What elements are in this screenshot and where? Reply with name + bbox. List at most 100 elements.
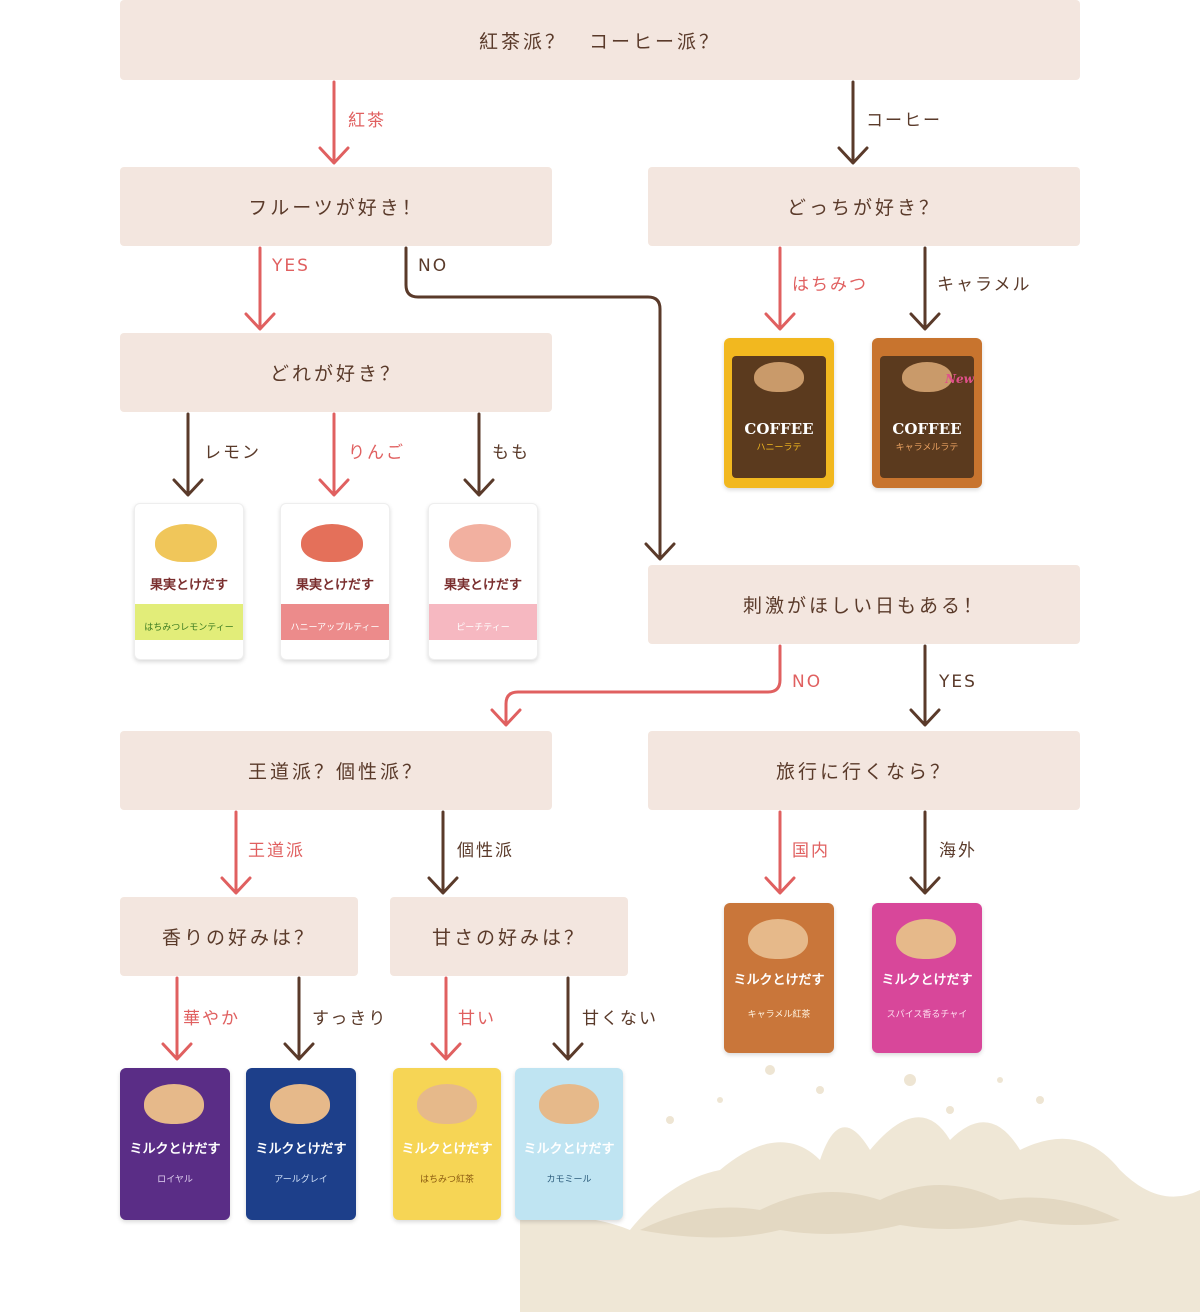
question-like-fruit: フルーツが好き！ [120, 167, 552, 246]
question-stimulus: 刺激がほしい日もある！ [648, 565, 1080, 644]
arrow-lemon [172, 412, 204, 497]
product-apple-tea[interactable]: 果実とけだす ハニーアップルティー [280, 503, 390, 660]
label-fruit-no: NO [418, 256, 449, 276]
product-name: アールグレイ [274, 1175, 328, 1185]
product-coffee-caramel-latte[interactable]: New COFFEE キャラメルラテ [872, 338, 982, 488]
label-honey: はちみつ [792, 275, 868, 295]
question-aroma: 香りの好みは？ [120, 897, 358, 976]
cup-icon [301, 524, 363, 562]
arrow-stim-no [490, 644, 782, 727]
product-earl-grey-tea[interactable]: ミルクとけだす アールグレイ [246, 1068, 356, 1220]
product-title: ミルクとけだす [523, 1142, 615, 1157]
arrow-coffee [837, 80, 869, 165]
product-spice-chai[interactable]: ミルクとけだす スパイス香るチャイ [872, 903, 982, 1053]
cup-icon [144, 1084, 204, 1124]
product-name: カモミール [546, 1175, 592, 1185]
product-title: COFFEE [744, 420, 814, 438]
label-stim-no: NO [792, 672, 823, 692]
question-sweetness: 甘さの好みは？ [390, 897, 628, 976]
product-title: ミルクとけだす [255, 1142, 347, 1157]
cup-icon [155, 524, 217, 562]
label-lemon: レモン [204, 443, 261, 463]
question-text: 香りの好みは？ [161, 927, 316, 949]
cup-icon [449, 524, 511, 562]
product-lemon-tea[interactable]: 果実とけだす はちみつレモンティー [134, 503, 244, 660]
question-text: フルーツが好き！ [248, 197, 424, 219]
product-name: キャラメルラテ [895, 443, 959, 453]
cup-icon [902, 362, 952, 392]
product-name: ロイヤル [157, 1175, 193, 1185]
product-title: ミルクとけだす [401, 1142, 493, 1157]
product-title: 果実とけだす [149, 578, 228, 593]
arrow-tea [318, 80, 350, 165]
arrow-peach [463, 412, 495, 497]
label-unique: 個性派 [457, 841, 514, 861]
arrow-classic [220, 810, 252, 895]
product-name: はちみつレモンティー [144, 623, 234, 633]
arrow-caramel [909, 246, 941, 331]
arrow-fruit-no [404, 246, 676, 561]
label-stim-yes: YES [939, 672, 977, 692]
arrow-refreshing [283, 976, 315, 1061]
question-text: 甘さの好みは？ [431, 927, 586, 949]
product-title: 果実とけだす [295, 578, 374, 593]
product-honey-tea[interactable]: ミルクとけだす はちみつ紅茶 [393, 1068, 501, 1220]
label-apple: りんご [348, 443, 405, 463]
arrow-apple [318, 412, 350, 497]
question-travel: 旅行に行くなら？ [648, 731, 1080, 810]
cup-icon [270, 1084, 330, 1124]
question-text: 王道派？個性派？ [247, 761, 424, 783]
question-which-fruit: どれが好き？ [120, 333, 552, 412]
cup-icon [417, 1084, 477, 1124]
label-domestic: 国内 [792, 841, 830, 861]
product-peach-tea[interactable]: 果実とけだす ピーチティー [428, 503, 538, 660]
arrow-unique [427, 810, 459, 895]
question-text: どっちが好き？ [786, 197, 941, 219]
question-text: 紅茶派？ コーヒー派？ [478, 30, 721, 53]
arrow-domestic [764, 810, 796, 895]
label-overseas: 海外 [939, 841, 977, 861]
product-name: ピーチティー [456, 623, 510, 633]
question-text: 刺激がほしい日もある！ [742, 595, 985, 617]
product-caramel-tea[interactable]: ミルクとけだす キャラメル紅茶 [724, 903, 834, 1053]
question-text: 旅行に行くなら？ [775, 761, 952, 783]
arrow-fruit-yes [244, 246, 276, 331]
arrow-sweet [430, 976, 462, 1061]
product-title: ミルクとけだす [733, 973, 825, 988]
new-badge: New [945, 372, 974, 386]
label-coffee: コーヒー [866, 111, 942, 131]
arrow-overseas [909, 810, 941, 895]
label-fruit-yes: YES [272, 256, 310, 276]
arrow-not-sweet [552, 976, 584, 1061]
product-chamomile-tea[interactable]: ミルクとけだす カモミール [515, 1068, 623, 1220]
question-classic-or-unique: 王道派？個性派？ [120, 731, 552, 810]
arrow-stim-yes [909, 644, 941, 727]
cup-icon [539, 1084, 599, 1124]
product-royal-tea[interactable]: ミルクとけだす ロイヤル [120, 1068, 230, 1220]
product-name: ハニーラテ [756, 443, 802, 453]
label-tea: 紅茶 [348, 111, 386, 131]
milk-splash-illustration [520, 1065, 1200, 1312]
product-title: ミルクとけだす [129, 1142, 221, 1157]
label-not-sweet: 甘くない [582, 1009, 658, 1029]
arrow-gorgeous [161, 976, 193, 1061]
product-coffee-honey-latte[interactable]: COFFEE ハニーラテ [724, 338, 834, 488]
arrow-honey [764, 246, 796, 331]
product-title: COFFEE [892, 420, 962, 438]
question-text: どれが好き？ [269, 363, 402, 385]
label-caramel: キャラメル [937, 275, 1032, 295]
cup-icon [754, 362, 804, 392]
label-peach: もも [492, 443, 530, 463]
label-gorgeous: 華やか [183, 1009, 240, 1029]
product-title: ミルクとけだす [881, 973, 973, 988]
cup-icon [896, 919, 956, 959]
product-name: スパイス香るチャイ [886, 1010, 968, 1020]
label-classic: 王道派 [248, 841, 305, 861]
question-which-coffee: どっちが好き？ [648, 167, 1080, 246]
product-name: はちみつ紅茶 [419, 1175, 474, 1185]
question-tea-or-coffee: 紅茶派？ コーヒー派？ [120, 0, 1080, 80]
product-title: 果実とけだす [443, 578, 522, 593]
cup-icon [748, 919, 808, 959]
product-name: キャラメル紅茶 [747, 1010, 811, 1020]
